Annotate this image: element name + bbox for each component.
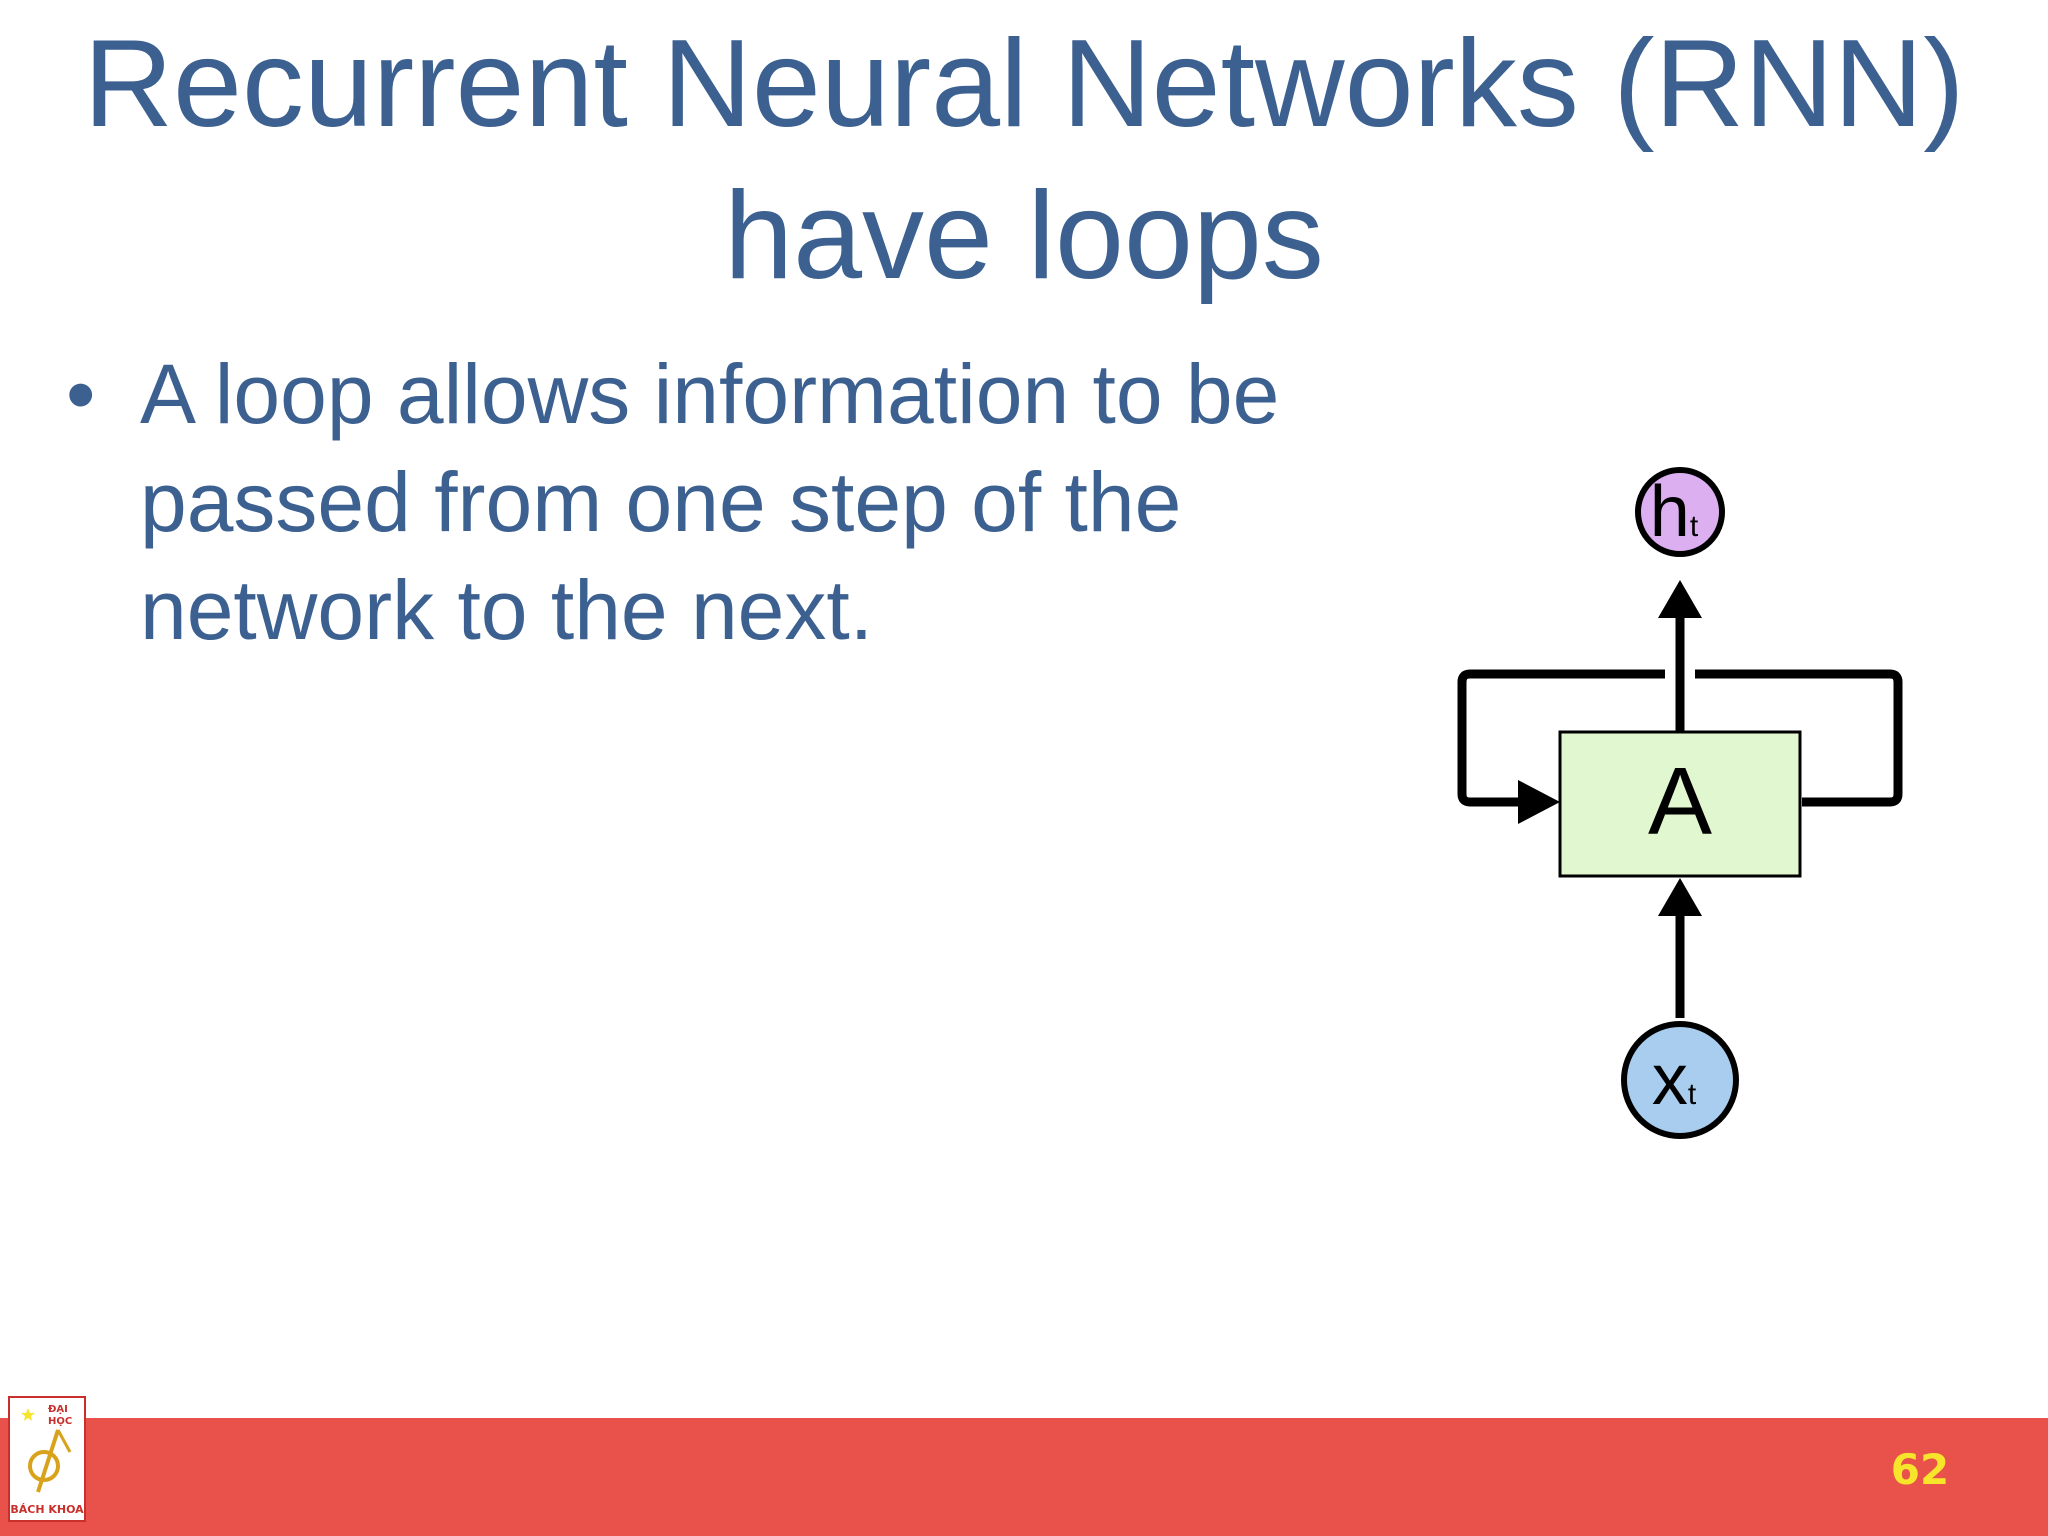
input-node-label: xt [1652, 1040, 1697, 1120]
bullet-dot: • [66, 347, 96, 441]
logo-emblem [21, 1408, 72, 1493]
output-node [1635, 467, 1725, 557]
loop-arrow-head [1518, 780, 1560, 824]
university-logo: ĐẠI HỌC BÁCH KHOA [8, 1396, 86, 1522]
cell-label: A [1648, 748, 1712, 855]
logo-bottom-text: BÁCH KHOA [10, 1503, 84, 1516]
output-node-sub: t [1690, 510, 1699, 543]
bullet-item: • A loop allows information to be passed… [60, 340, 1360, 664]
footer-bar [0, 1418, 2048, 1536]
rnn-loop-diagram: A ht xt [1457, 467, 1903, 1139]
input-node-sub: t [1688, 1078, 1697, 1111]
logo-star-icon [21, 1408, 35, 1421]
bullet-list: • A loop allows information to be passed… [60, 340, 1360, 664]
input-node [1621, 1021, 1739, 1139]
input-node-main: x [1652, 1040, 1688, 1120]
output-node-label: ht [1650, 472, 1699, 552]
logo-gear-icon [28, 1450, 60, 1482]
slide-title: Recurrent Neural Networks (RNN) have loo… [0, 8, 2048, 312]
loop-right-path [1695, 669, 1903, 807]
cell-box [1558, 730, 1802, 878]
title-line-2: have loops [724, 167, 1324, 305]
output-arrow-head [1658, 580, 1702, 618]
loop-left-path [1457, 669, 1665, 807]
title-line-1: Recurrent Neural Networks (RNN) [83, 15, 1965, 153]
output-node-main: h [1650, 472, 1690, 552]
input-arrow-head [1658, 878, 1702, 916]
bullet-text: A loop allows information to be passed f… [140, 347, 1280, 657]
logo-top-text: ĐẠI HỌC [48, 1404, 73, 1427]
page-number: 62 [1890, 1445, 1950, 1494]
logo-compass-arm [56, 1429, 72, 1453]
